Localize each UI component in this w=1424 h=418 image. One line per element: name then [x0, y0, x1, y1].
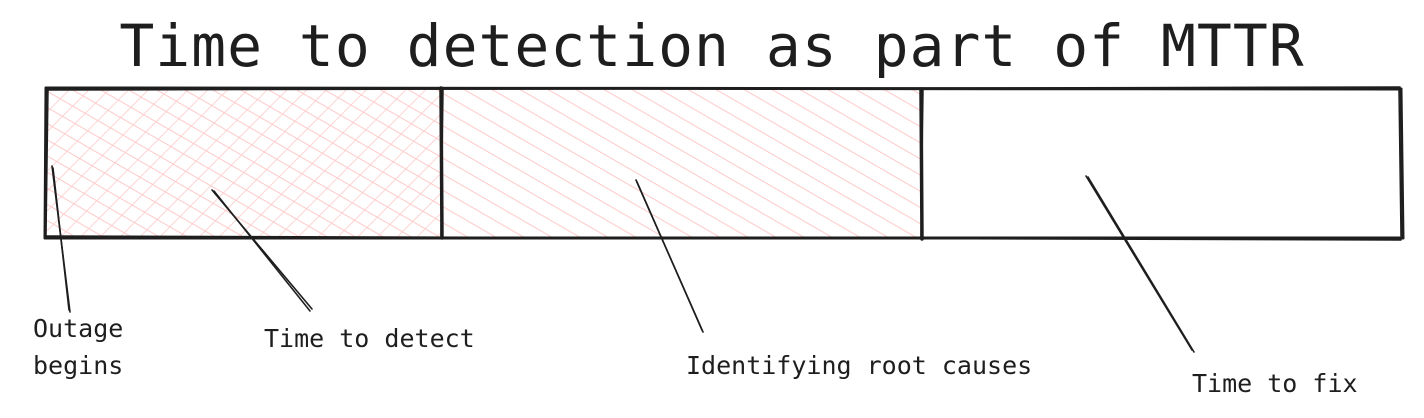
leader-line-outage	[51, 165, 71, 313]
segment-time-to-fix	[922, 89, 1402, 238]
timeline-frame	[43, 86, 1405, 241]
label-outage-begins: Outage begins	[33, 314, 124, 380]
diagram-title: Time to detection as part of MTTR	[119, 12, 1305, 80]
leader-line-detect	[211, 189, 313, 312]
segment-time-to-detect	[47, 89, 442, 238]
label-time-to-fix: Time to fix	[1192, 369, 1358, 398]
segment-identifying-root-causes	[442, 89, 922, 238]
label-time-to-detect: Time to detect	[264, 324, 475, 353]
label-identifying-root-causes: Identifying root causes	[686, 351, 1033, 380]
segment-divider	[439, 86, 444, 240]
leader-line-fix	[1085, 175, 1195, 353]
segment-divider	[919, 87, 924, 241]
leader-line-identify	[635, 179, 704, 333]
